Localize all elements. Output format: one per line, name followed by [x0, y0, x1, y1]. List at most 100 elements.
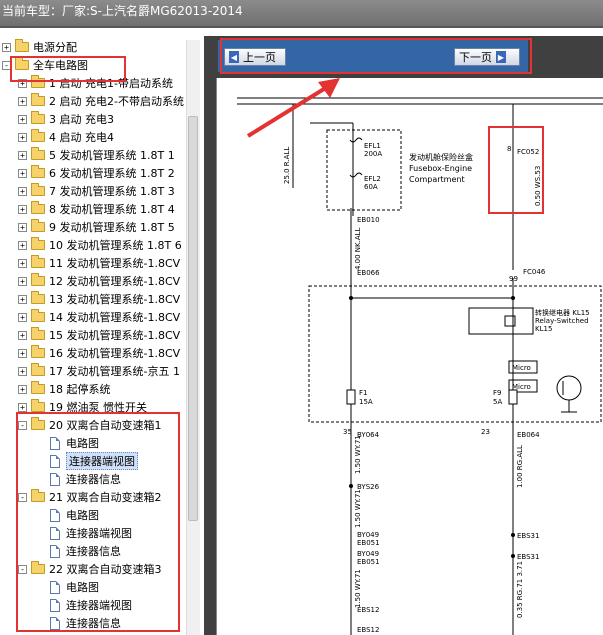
tree-folder-item[interactable]: +8 发动机管理系统 1.8T 4 — [18, 200, 175, 218]
folder-icon — [31, 219, 45, 232]
tree-leaf-item[interactable]: 连接器端视图 — [50, 452, 138, 470]
expand-icon[interactable]: + — [18, 204, 27, 214]
tree-folder-item[interactable]: +7 发动机管理系统 1.8T 3 — [18, 182, 175, 200]
expand-icon[interactable]: + — [18, 222, 27, 232]
eb064-pin: 23 — [481, 428, 490, 436]
next-page-button[interactable]: 下一页 ▶ — [454, 48, 520, 66]
folder-icon — [31, 237, 45, 250]
tree-leaf-item[interactable]: 连接器信息 — [50, 470, 121, 488]
folder-icon — [31, 399, 45, 412]
tree-folder-item[interactable]: +1 启动 充电1-带启动系统 — [18, 74, 173, 92]
tree-scrollbar-thumb[interactable] — [188, 116, 198, 521]
tree-item-label: 电路图 — [66, 509, 99, 522]
fuse-f1-rating: 15A — [359, 398, 373, 406]
tree-folder-item[interactable]: +15 发动机管理系统-1.8CV — [18, 326, 180, 344]
tree-leaf-item[interactable]: 电路图 — [50, 434, 99, 452]
expand-icon[interactable]: + — [18, 168, 27, 178]
relay-label-en: Relay-Switched — [535, 317, 589, 325]
tree-folder-item[interactable]: +5 发动机管理系统 1.8T 1 — [18, 146, 175, 164]
folder-icon — [15, 57, 29, 70]
tree-folder-item[interactable]: +18 起停系统 — [18, 380, 111, 398]
eb051-label-a: EB051 — [357, 539, 380, 547]
document-icon — [50, 436, 60, 450]
expand-icon[interactable]: + — [18, 78, 27, 88]
tree-folder-item[interactable]: +12 发动机管理系统-1.8CV — [18, 272, 180, 290]
expand-icon[interactable]: + — [18, 294, 27, 304]
tree-folder-item[interactable]: +14 发动机管理系统-1.8CV — [18, 308, 180, 326]
tree-folder-item[interactable]: -22 双离合自动变速箱3 — [18, 560, 162, 578]
tree-item-label: 4 启动 充电4 — [49, 131, 114, 144]
expand-icon[interactable]: + — [18, 132, 27, 142]
expand-icon[interactable]: + — [18, 366, 27, 376]
tree-folder-item[interactable]: +19 燃油泵 惯性开关 — [18, 398, 147, 416]
fuse-efl1-label: EFL1 — [364, 142, 381, 150]
document-icon — [50, 508, 60, 522]
expand-icon[interactable]: + — [18, 384, 27, 394]
tree-item-label: 6 发动机管理系统 1.8T 2 — [49, 167, 175, 180]
expand-icon[interactable]: + — [18, 96, 27, 106]
expand-icon[interactable]: + — [18, 150, 27, 160]
folder-icon — [31, 147, 45, 160]
expand-icon[interactable]: + — [18, 114, 27, 124]
tree-leaf-item[interactable]: 连接器端视图 — [50, 596, 132, 614]
collapse-icon[interactable]: - — [2, 60, 11, 70]
tree-folder-item[interactable]: -21 双离合自动变速箱2 — [18, 488, 162, 506]
tree-item-label: 电路图 — [66, 437, 99, 450]
tree-folder-item[interactable]: +17 发动机管理系统-京五 1 — [18, 362, 180, 380]
tree-item-label: 2 启动 充电2-不带启动系统 — [49, 95, 184, 108]
ebs31-label-a: EBS31 — [517, 532, 539, 540]
collapse-icon[interactable]: - — [18, 492, 27, 502]
ebs12-label-b: EBS12 — [357, 626, 379, 634]
tree-leaf-item[interactable]: 电路图 — [50, 578, 99, 596]
tree-folder-item[interactable]: -全车电路图 — [2, 56, 88, 74]
expand-icon[interactable]: + — [18, 348, 27, 358]
tree-folder-item[interactable]: +11 发动机管理系统-1.8CV — [18, 254, 180, 272]
prev-page-button[interactable]: ◀ 上一页 — [224, 48, 286, 66]
expand-icon[interactable]: + — [18, 258, 27, 268]
tree-folder-item[interactable]: +4 启动 充电4 — [18, 128, 114, 146]
fuse-efl2-rating: 60A — [364, 183, 378, 191]
micro-label-2: Micro — [512, 383, 531, 391]
expand-icon[interactable]: + — [18, 186, 27, 196]
tree-item-label: 9 发动机管理系统 1.8T 5 — [49, 221, 175, 234]
expand-icon[interactable]: + — [2, 42, 11, 52]
tree-folder-item[interactable]: +9 发动机管理系统 1.8T 5 — [18, 218, 175, 236]
tree-folder-item[interactable]: +6 发动机管理系统 1.8T 2 — [18, 164, 175, 182]
by064-pin: 35 — [343, 428, 352, 436]
fuse-f1-label: F1 — [359, 389, 367, 397]
tree-folder-item[interactable]: +2 启动 充电2-不带启动系统 — [18, 92, 184, 110]
tree-folder-item[interactable]: +电源分配 — [2, 38, 77, 56]
fuse-f9-label: F9 — [493, 389, 501, 397]
expand-icon[interactable]: + — [18, 402, 27, 412]
compartment-label-en2: Compartment — [409, 175, 465, 184]
folder-icon — [31, 255, 45, 268]
tree-item-label: 17 发动机管理系统-京五 1 — [49, 365, 180, 378]
tree-folder-item[interactable]: +16 发动机管理系统-1.8CV — [18, 344, 180, 362]
expand-icon[interactable]: + — [18, 330, 27, 340]
document-icon — [50, 526, 60, 540]
navigation-tree[interactable]: +电源分配-全车电路图+1 启动 充电1-带启动系统+2 启动 充电2-不带启动… — [0, 36, 202, 635]
fusebox-outline — [326, 129, 402, 211]
tree-folder-item[interactable]: +13 发动机管理系统-1.8CV — [18, 290, 180, 308]
tree-folder-item[interactable]: +3 启动 充电3 — [18, 110, 114, 128]
tree-leaf-item[interactable]: 连接器信息 — [50, 542, 121, 560]
relay-box-outline — [308, 285, 602, 423]
document-icon — [50, 472, 60, 486]
collapse-icon[interactable]: - — [18, 564, 27, 574]
wire-low-left-label: 1.50 WY.71 — [354, 489, 362, 528]
expand-icon[interactable]: + — [18, 276, 27, 286]
tree-folder-item[interactable]: -20 双离合自动变速箱1 — [18, 416, 162, 434]
tree-leaf-item[interactable]: 连接器端视图 — [50, 524, 132, 542]
tree-leaf-item[interactable]: 电路图 — [50, 506, 99, 524]
tree-folder-item[interactable]: +10 发动机管理系统 1.8T 6 — [18, 236, 182, 254]
folder-icon — [31, 561, 45, 574]
fc052-pin: 8 — [507, 145, 511, 153]
folder-icon — [31, 363, 45, 376]
expand-icon[interactable]: + — [18, 240, 27, 250]
collapse-icon[interactable]: - — [18, 420, 27, 430]
expand-icon[interactable]: + — [18, 312, 27, 322]
tree-leaf-item[interactable]: 连接器信息 — [50, 614, 121, 632]
ebs12-label-a: EBS12 — [357, 606, 379, 614]
folder-icon — [15, 39, 29, 52]
tree-item-label: 5 发动机管理系统 1.8T 1 — [49, 149, 175, 162]
